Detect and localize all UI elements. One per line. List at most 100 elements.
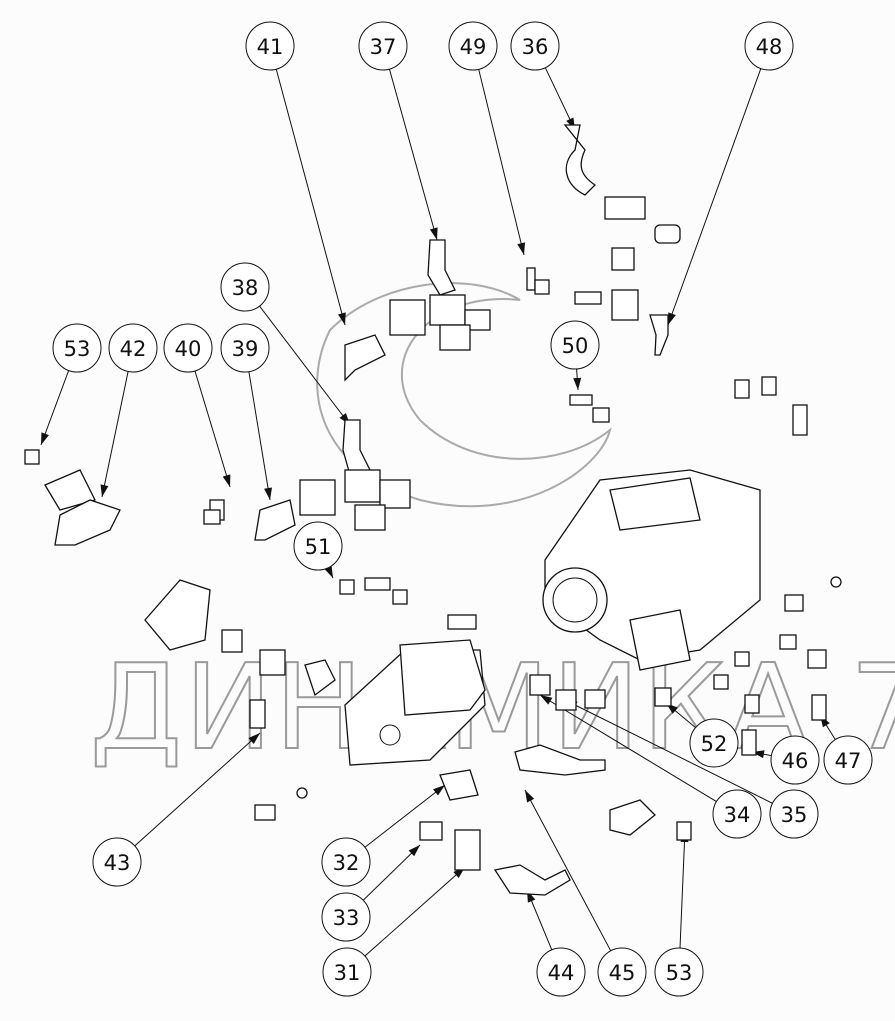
arrowhead-icon — [100, 484, 109, 497]
callout-circle — [770, 735, 820, 785]
callout-circle — [536, 947, 586, 997]
callout-circle — [245, 21, 295, 71]
arrowhead-icon — [338, 312, 346, 325]
leader-line — [194, 370, 231, 488]
callout-35: 35 — [769, 789, 819, 839]
leader-lines — [40, 67, 836, 957]
arrowhead-icon — [222, 474, 231, 487]
callout-number: 33 — [333, 906, 360, 930]
leader-line — [259, 305, 351, 426]
callout-circle — [712, 789, 762, 839]
callout-38: 38 — [220, 262, 270, 312]
callout-50: 50 — [550, 320, 600, 370]
callout-47: 47 — [823, 735, 873, 785]
callout-number: 45 — [609, 961, 636, 985]
callout-number: 48 — [756, 35, 783, 59]
callout-53: 53 — [52, 323, 102, 373]
callout-40: 40 — [163, 323, 213, 373]
callout-31: 31 — [322, 947, 372, 997]
arrowhead-icon — [433, 785, 445, 796]
callout-53: 53 — [654, 947, 704, 997]
callout-37: 37 — [358, 21, 408, 71]
callout-circle — [510, 21, 560, 71]
callout-number: 53 — [666, 961, 693, 985]
arrowhead-icon — [408, 845, 420, 857]
callout-number: 46 — [782, 749, 809, 773]
leader-line — [275, 69, 346, 326]
leader-line — [364, 784, 446, 848]
callout-number: 47 — [835, 749, 862, 773]
callout-circle — [220, 262, 270, 312]
callout-number: 35 — [781, 803, 808, 827]
callout-32: 32 — [321, 837, 371, 887]
callout-number: 37 — [370, 35, 397, 59]
callout-number: 32 — [333, 851, 360, 875]
callout-circle — [52, 323, 102, 373]
arrowhead-icon — [264, 487, 272, 500]
fittings — [24, 124, 842, 896]
callout-number: 49 — [460, 35, 487, 59]
callout-circle — [163, 323, 213, 373]
callout-circle — [550, 320, 600, 370]
callout-circle — [321, 837, 371, 887]
callout-circle — [654, 947, 704, 997]
leader-line — [667, 68, 762, 326]
callout-39: 39 — [220, 323, 270, 373]
leader-line — [362, 844, 421, 901]
callout-number: 41 — [257, 35, 284, 59]
main-pump-body — [542, 469, 761, 671]
callout-number: 53 — [64, 337, 91, 361]
callout-44: 44 — [536, 947, 586, 997]
callout-33: 33 — [321, 892, 371, 942]
callout-49: 49 — [448, 21, 498, 71]
callout-34: 34 — [712, 789, 762, 839]
leader-line — [388, 68, 438, 241]
callout-circle — [823, 735, 873, 785]
callout-number: 38 — [232, 276, 259, 300]
callout-circle — [108, 323, 158, 373]
callout-number: 36 — [522, 35, 549, 59]
callout-number: 43 — [104, 851, 131, 875]
leader-line — [248, 371, 271, 501]
arrowhead-icon — [248, 733, 260, 745]
callout-51: 51 — [293, 521, 343, 571]
callout-number: 39 — [232, 337, 259, 361]
arrowhead-icon — [429, 227, 438, 240]
leader-line — [564, 699, 773, 804]
callout-43: 43 — [92, 837, 142, 887]
leader-line — [539, 694, 717, 803]
callout-circle — [220, 323, 270, 373]
callout-circle — [769, 789, 819, 839]
callout-circle — [689, 718, 739, 768]
callout-circle — [448, 21, 498, 71]
leader-line — [478, 69, 525, 256]
callout-46: 46 — [770, 735, 820, 785]
callout-list: 41 37 49 36 48 38 53 42 40 39 50 51 52 46 47 34 35 43 32 33… — [52, 21, 873, 997]
callout-number: 34 — [724, 803, 751, 827]
leader-line — [134, 732, 261, 847]
arrowhead-icon — [517, 242, 526, 255]
callout-45: 45 — [597, 947, 647, 997]
callout-circle — [358, 21, 408, 71]
callout-number: 31 — [334, 961, 361, 985]
callout-circle — [321, 892, 371, 942]
leader-line — [524, 789, 612, 952]
arrowhead-icon — [525, 790, 535, 803]
callout-41: 41 — [245, 21, 295, 71]
arrowhead-icon — [668, 312, 676, 325]
arrowhead-icon — [41, 432, 49, 445]
arrowhead-icon — [540, 695, 553, 705]
leader-line — [40, 370, 70, 446]
callout-circle — [597, 947, 647, 997]
callout-number: 51 — [305, 535, 332, 559]
arrowhead-icon — [573, 377, 582, 390]
callout-number: 52 — [701, 732, 728, 756]
callout-number: 42 — [120, 337, 147, 361]
callout-circle — [744, 21, 794, 71]
callout-number: 40 — [175, 337, 202, 361]
callout-number: 50 — [562, 334, 589, 358]
leader-line — [364, 866, 466, 957]
leader-line — [101, 371, 129, 498]
callout-circle — [322, 947, 372, 997]
